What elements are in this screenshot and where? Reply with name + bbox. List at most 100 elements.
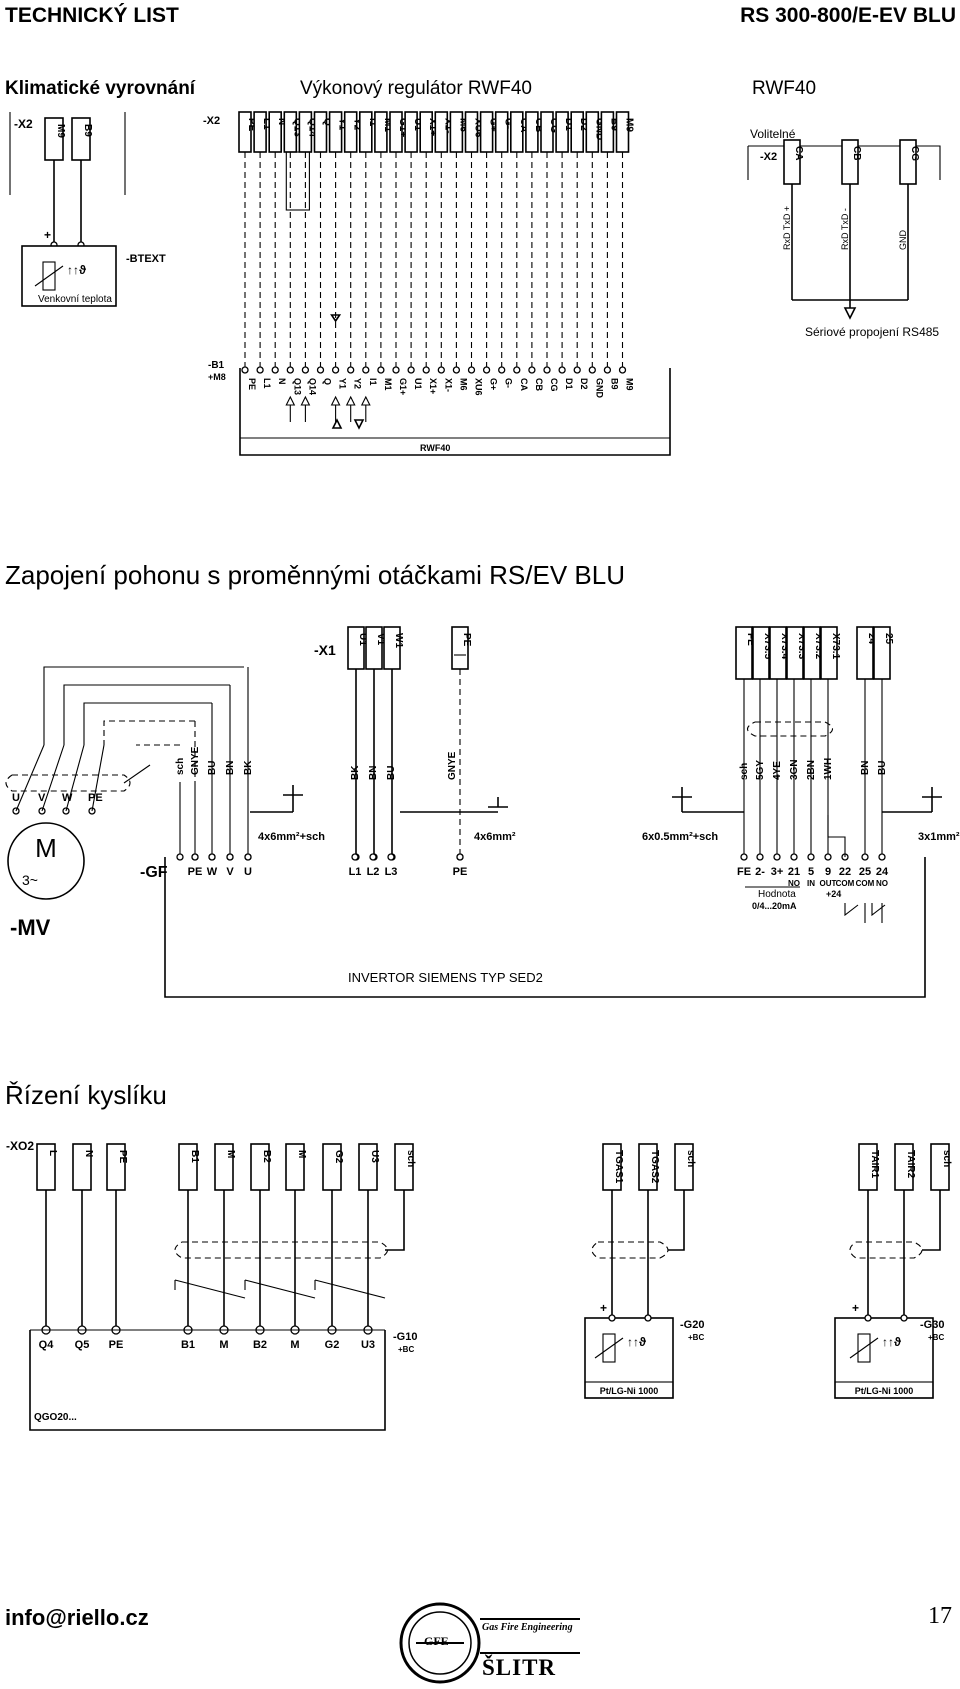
rwf-terminal-11-label: U1 [412, 118, 423, 131]
inverter-terminal-point [351, 853, 359, 861]
rwf-terminal-label: L1 [262, 378, 272, 389]
xo2-terminal-6-label: M [296, 1150, 307, 1158]
rwf-terminal-label: X1- [443, 378, 453, 392]
tgas-wire [611, 1190, 649, 1318]
inverter-terminal-label: L3 [385, 866, 398, 878]
footer-email[interactable]: info@riello.cz [5, 1605, 149, 1630]
x73-terminal-0-label: FE [745, 633, 756, 646]
rwf-terminal-14-label: M6 [457, 118, 468, 132]
rwf-terminal-point [362, 366, 370, 374]
motor-lead [91, 744, 105, 812]
motor-terminal-label: W [62, 792, 73, 804]
rwf-terminal-0-label: PE [246, 118, 257, 132]
cable1-core-label: sch [175, 758, 186, 775]
motor-phase: 3~ [22, 872, 38, 888]
motor-lead [15, 744, 45, 812]
inverter-terminal-label: 2- [755, 866, 765, 878]
rwf-terminal-label: I1 [368, 378, 378, 386]
motor-lead [41, 744, 65, 812]
motor-symbol: M [35, 833, 57, 863]
g10-terminal-label: Q4 [39, 1339, 55, 1351]
inverter-terminal-point [369, 853, 377, 861]
tair-shield-loop [849, 1241, 923, 1259]
x2-connector-label: -X2 [14, 117, 33, 131]
g10-loc: +BC [398, 1345, 414, 1354]
inverter-terminal-label: 3+ [771, 866, 784, 878]
inverter-terminal-point [456, 853, 464, 861]
g10-device: QGO20... [34, 1412, 77, 1423]
rwf-terminal-4-label: Q14 [306, 118, 317, 137]
rwf-terminal-label: PE [247, 378, 257, 390]
motor-pe-wire [103, 720, 196, 782]
g10-terminal-label: PE [109, 1339, 124, 1351]
inverter-terminal-label: 9 [825, 866, 831, 878]
g30-sensor-resistor [857, 1333, 871, 1363]
rwf-terminal-7-label: Y2 [352, 118, 363, 131]
g20-sensor [584, 1317, 674, 1399]
rwf-terminal-point [422, 366, 430, 374]
cable1-spec: 4x6mm²+sch [258, 831, 325, 843]
g20-terminal [608, 1314, 616, 1322]
rwf-terminal-21-label: D1 [563, 118, 574, 131]
xo2-terminal-0-label: L [47, 1150, 58, 1156]
inverter-terminal-point [878, 853, 886, 861]
rwf-device-loc: +M8 [208, 372, 226, 382]
section1-center-title: Výkonový regulátor RWF40 [300, 78, 532, 99]
rwf-terminal-point [452, 366, 461, 374]
relay-contact [871, 903, 886, 923]
g30-sensor-symbol: ↑↑ϑ [882, 1335, 901, 1349]
g30-caption-box [834, 1381, 934, 1399]
relay-contact [844, 903, 866, 923]
rwf-terminal-label: Y2 [353, 378, 363, 389]
x73-terminal-5 [820, 626, 838, 680]
inverter-terminal-label: V [226, 866, 234, 878]
rwf-terminal-19-label: CB [533, 118, 544, 132]
rwf-terminal-label: Q [323, 378, 333, 385]
shield-wire [123, 764, 151, 784]
inverter-terminal-sub: OUT [820, 879, 837, 888]
g10-terminal-label: B2 [253, 1339, 267, 1351]
g10-terminal-label: U3 [361, 1339, 375, 1351]
motor-wire [63, 684, 231, 782]
xo2-terminal-4-label: M [225, 1150, 236, 1158]
inverter-name: -GF [140, 864, 168, 881]
tgas-terminal-0-label: TGAS1 [613, 1150, 624, 1184]
arrow-up-icon [331, 418, 343, 429]
g30-terminal [864, 1314, 872, 1322]
tgas-shield-wire [668, 1190, 685, 1251]
x73-terminal-2-label: X73.4 [779, 633, 790, 660]
optional-x2-label: -X2 [760, 151, 777, 163]
motor-terminal-label: PE [88, 792, 103, 804]
g30-name: -G30 [920, 1319, 944, 1331]
inverter-terminal-point [824, 853, 832, 861]
x73-terminal-1-label: X73.5 [762, 633, 773, 660]
g20-loc: +BC [688, 1333, 704, 1342]
tair-terminal-2-label: sch [941, 1150, 952, 1167]
cable1-core-label: BK [243, 760, 254, 775]
inverter-terminal-label: 24 [876, 866, 889, 878]
cable3-shield-loop [746, 721, 834, 737]
rwf-terminal-label: G- [504, 378, 514, 388]
rwf-terminal-24-label: B9 [608, 118, 619, 131]
tgas-shield-loop [591, 1241, 669, 1259]
inverter-range: 0/4...20mA [752, 901, 797, 911]
inverter-terminal-point [756, 853, 764, 861]
motor-lead [65, 744, 85, 812]
rwf-terminal-label: X1+ [428, 378, 438, 394]
rwf-terminal-label: XU6 [474, 378, 484, 396]
g30-caption: Pt/LG-Ni 1000 [855, 1386, 914, 1396]
relay-arrow [300, 395, 311, 406]
rwf-terminal-point [543, 366, 551, 374]
g20-terminal [644, 1314, 652, 1322]
rwf-terminal-point [558, 366, 566, 374]
optional-title: Volitelné [750, 127, 796, 141]
shield-loop [5, 774, 131, 792]
xo2-terminal-2-label: PE [117, 1150, 128, 1164]
inverter-terminal-label: PE [453, 866, 468, 878]
rwf-terminal-label: Q14 [307, 378, 317, 395]
rwf-terminal-label: D2 [579, 378, 589, 390]
outdoor-sensor-symbol: ↑↑ϑ [67, 263, 86, 277]
g20-name: -G20 [680, 1319, 704, 1331]
inverter-terminal-point [861, 853, 869, 861]
